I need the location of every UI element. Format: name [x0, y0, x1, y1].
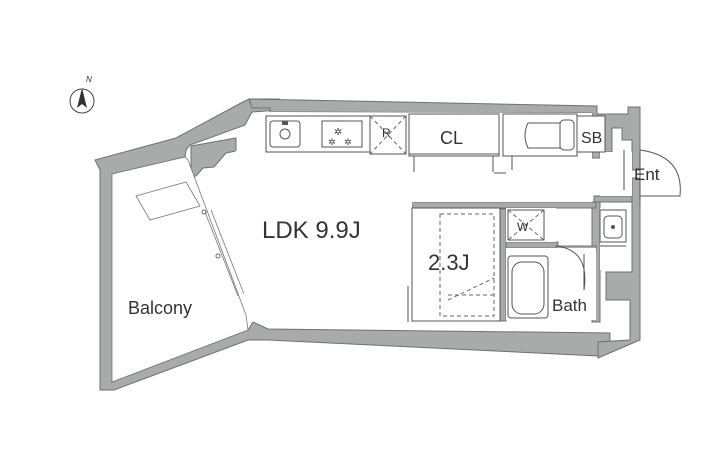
svg-text:✲: ✲: [344, 138, 352, 148]
western-room-label: 2.3J: [428, 250, 470, 275]
washer: W: [507, 209, 545, 241]
kitchen-counter: ✲ ✲ ✲: [265, 115, 371, 153]
balcony-window: [135, 181, 245, 297]
shoe-box: SB: [576, 115, 606, 153]
balcony-label: Balcony: [128, 298, 192, 318]
svg-text:✲: ✲: [334, 127, 342, 138]
toilet-icon: [524, 122, 561, 149]
refrigerator-label: R: [382, 126, 391, 140]
svg-text:✲: ✲: [328, 138, 336, 148]
entrance-door: Ent: [623, 149, 681, 205]
toilet: [494, 113, 578, 174]
entrance-label: Ent: [634, 165, 660, 184]
bathtub-icon: [511, 261, 545, 315]
north-arrow-icon: [77, 88, 87, 108]
stove-icon: ✲ ✲ ✲: [321, 120, 363, 148]
bath: Bath: [507, 245, 587, 319]
compass: N: [69, 75, 95, 114]
washbasin: [599, 209, 627, 247]
western-room: 2.3J: [407, 213, 495, 322]
washer-label: W: [517, 220, 529, 234]
ldk-label: LDK 9.9J: [262, 217, 361, 244]
closet: CL: [408, 113, 500, 172]
refrigerator: R: [369, 115, 407, 155]
closet-label: CL: [440, 128, 463, 148]
bath-label: Bath: [552, 296, 587, 315]
compass-north-label: N: [86, 75, 92, 84]
shoe-box-label: SB: [581, 130, 602, 147]
